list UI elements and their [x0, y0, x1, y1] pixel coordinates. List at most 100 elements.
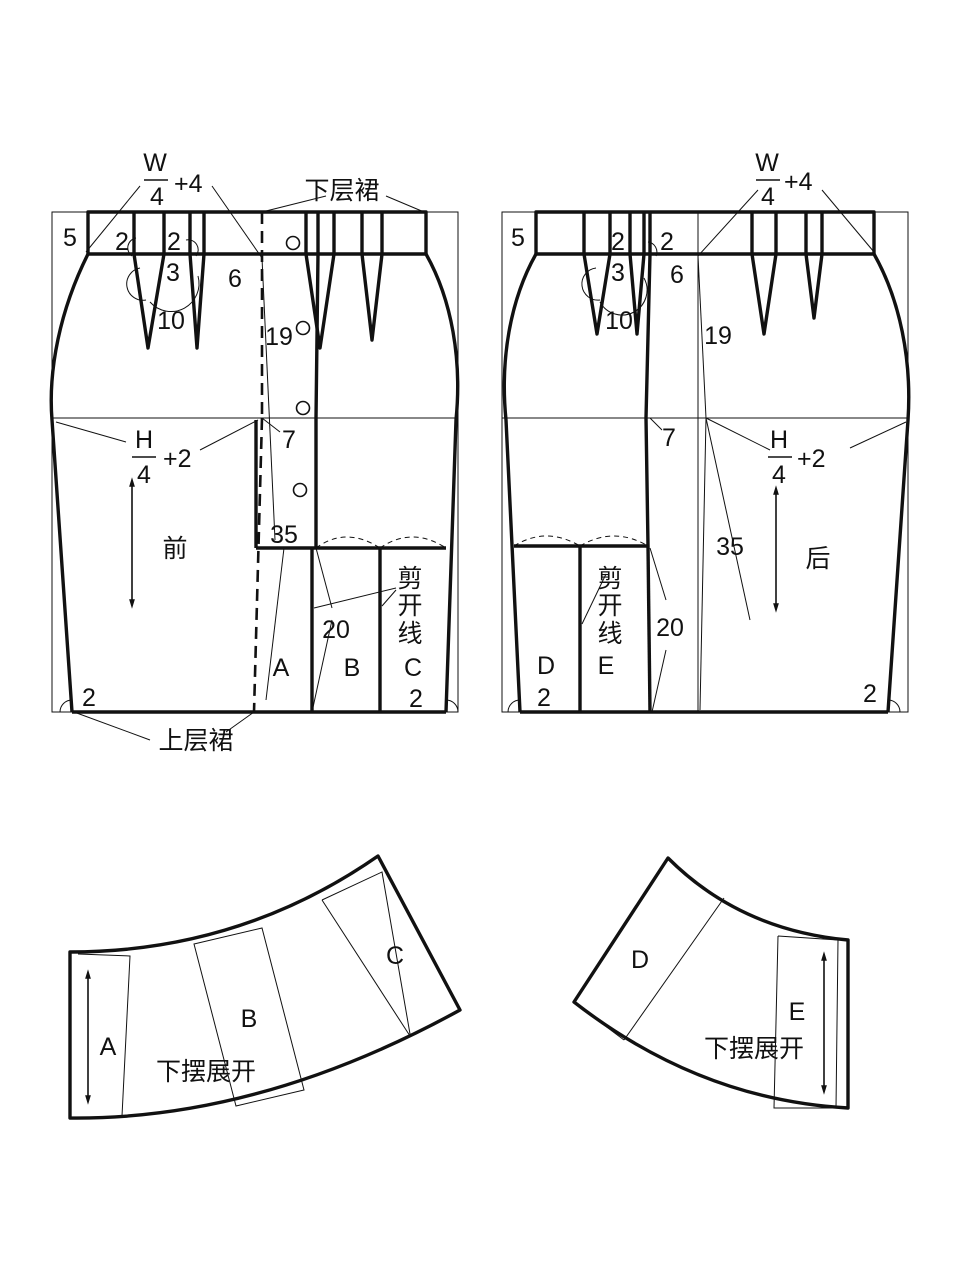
back-w-plus: +4 [784, 168, 813, 196]
front-dart-1 [132, 212, 166, 350]
back-hem-left: 2 [537, 684, 551, 712]
front-panel-b-slant [311, 619, 333, 713]
back-spread-panel-e [773, 935, 839, 1109]
front-right-side-seam [424, 253, 460, 713]
back-cut-line-1: 剪 [597, 564, 622, 593]
button-icon [295, 320, 311, 336]
back-left-side-seam [502, 253, 538, 713]
front-pattern: W 4 +4 下层裙 上层裙 5 2 2 3 6 10 19 7 H 4 +2 … [49, 149, 460, 755]
back-h-plus: +2 [797, 445, 826, 473]
front-guide-h-left [55, 421, 127, 443]
front-h-plus: +2 [163, 445, 192, 473]
front-panel-c-label: C [404, 654, 422, 682]
front-guide-cut-b [313, 587, 397, 609]
front-dart-arc-1 [126, 267, 147, 301]
front-spread-panel-b-label: B [241, 1005, 258, 1033]
front-dart-arc-2 [149, 275, 200, 312]
front-h-denominator: 4 [137, 461, 151, 489]
back-dart-length: 10 [605, 307, 633, 335]
front-spread-panel-c-label: C [386, 942, 404, 970]
back-title: 后 [805, 544, 830, 573]
back-dart-arc-2 [599, 277, 648, 316]
front-spread-panel-b [193, 927, 305, 1107]
front-guide-over-right [225, 711, 255, 733]
back-dart-offset: 6 [670, 261, 684, 289]
front-dart-left-b: 2 [167, 228, 181, 256]
front-dart-arc-3 [185, 239, 199, 257]
front-guide-7 [261, 417, 281, 433]
back-guide-w-right [821, 189, 875, 253]
button-icon [285, 235, 301, 251]
front-w-denominator: 4 [150, 183, 164, 211]
front-left-side-seam [49, 253, 90, 713]
front-guide-over-left [73, 711, 151, 741]
front-panel-split: 20 [322, 616, 350, 644]
front-w-plus: +4 [174, 170, 203, 198]
front-spread-panel-a [77, 953, 131, 1117]
front-guide-w-right [211, 185, 263, 259]
front-title: 前 [162, 534, 187, 563]
back-pattern: W 4 +4 5 2 2 3 6 10 19 7 H 4 +2 后 35 20 … [501, 149, 911, 714]
back-guide-fan-2 [705, 417, 771, 451]
button-icon [295, 400, 311, 416]
front-under-skirt-label: 下层裙 [304, 176, 379, 205]
back-spread-panel-d-label: D [631, 946, 649, 974]
back-spread-label: 下摆展开 [704, 1034, 804, 1063]
front-dart-arc-4 [127, 237, 137, 257]
back-hem-corner-left [507, 699, 521, 713]
back-panel-split: 20 [656, 614, 684, 642]
front-spread-outline [68, 854, 462, 1120]
front-dart-spacing: 3 [166, 259, 180, 287]
back-dart-2 [628, 212, 646, 336]
back-scallop-2 [579, 535, 649, 547]
front-dart-4 [360, 212, 384, 342]
front-cut-line-3: 线 [397, 619, 422, 648]
back-dart-4 [804, 212, 824, 320]
front-dart-length: 10 [157, 307, 185, 335]
front-dart-left-a: 2 [115, 228, 129, 256]
back-hem-corner-right [887, 699, 901, 713]
back-panel-depth: 35 [716, 533, 744, 561]
back-guide-fan-1 [705, 417, 751, 621]
front-guide-w-left [85, 185, 141, 253]
front-guide-h-right [199, 419, 259, 451]
button-icon [292, 482, 308, 498]
front-spread-panel-c-left [321, 871, 411, 1035]
front-guide-under-right [385, 195, 425, 213]
back-spread-hem-edge [575, 1003, 625, 1041]
back-cut-line-2: 开 [597, 591, 622, 620]
back-center-shift: 7 [662, 424, 676, 452]
back-waistband [534, 210, 876, 256]
front-dart-2 [188, 212, 206, 350]
front-scallop-2 [379, 536, 447, 549]
front-hem-corner-right [445, 699, 459, 713]
back-hip-depth: 19 [704, 322, 732, 350]
front-dart-offset: 6 [228, 265, 242, 293]
front-h-numerator: H [135, 426, 153, 454]
back-guide-w-left [697, 189, 759, 257]
front-cut-line-1: 剪 [397, 564, 422, 593]
front-panel-b-label: B [344, 654, 361, 682]
back-dart-arc-1 [581, 267, 601, 301]
back-guide-7 [649, 417, 663, 431]
back-dart-left-b: 2 [660, 228, 674, 256]
front-hip-depth: 19 [265, 323, 293, 351]
front-hem-spread: A B C 下摆展开 [68, 854, 462, 1120]
back-w-denominator: 4 [761, 183, 775, 211]
back-panel-right-edge [646, 545, 652, 713]
back-w-numerator: W [755, 149, 779, 177]
front-waist-height: 5 [63, 224, 77, 252]
back-guide-35 [699, 417, 707, 711]
back-waist-height: 5 [511, 224, 525, 252]
front-hem-corner-left [59, 699, 73, 713]
front-w-numerator: W [143, 149, 167, 177]
back-dart-arc-3 [647, 241, 658, 257]
back-panel-slant [651, 649, 667, 713]
front-dart-3 [304, 212, 336, 350]
front-guide-under-left [261, 195, 327, 213]
front-panel-b-guide [315, 547, 333, 609]
front-panel-a-label: A [273, 654, 290, 682]
front-spread-panel-a-label: A [100, 1033, 117, 1061]
front-spread-label: 下摆展开 [156, 1057, 256, 1086]
